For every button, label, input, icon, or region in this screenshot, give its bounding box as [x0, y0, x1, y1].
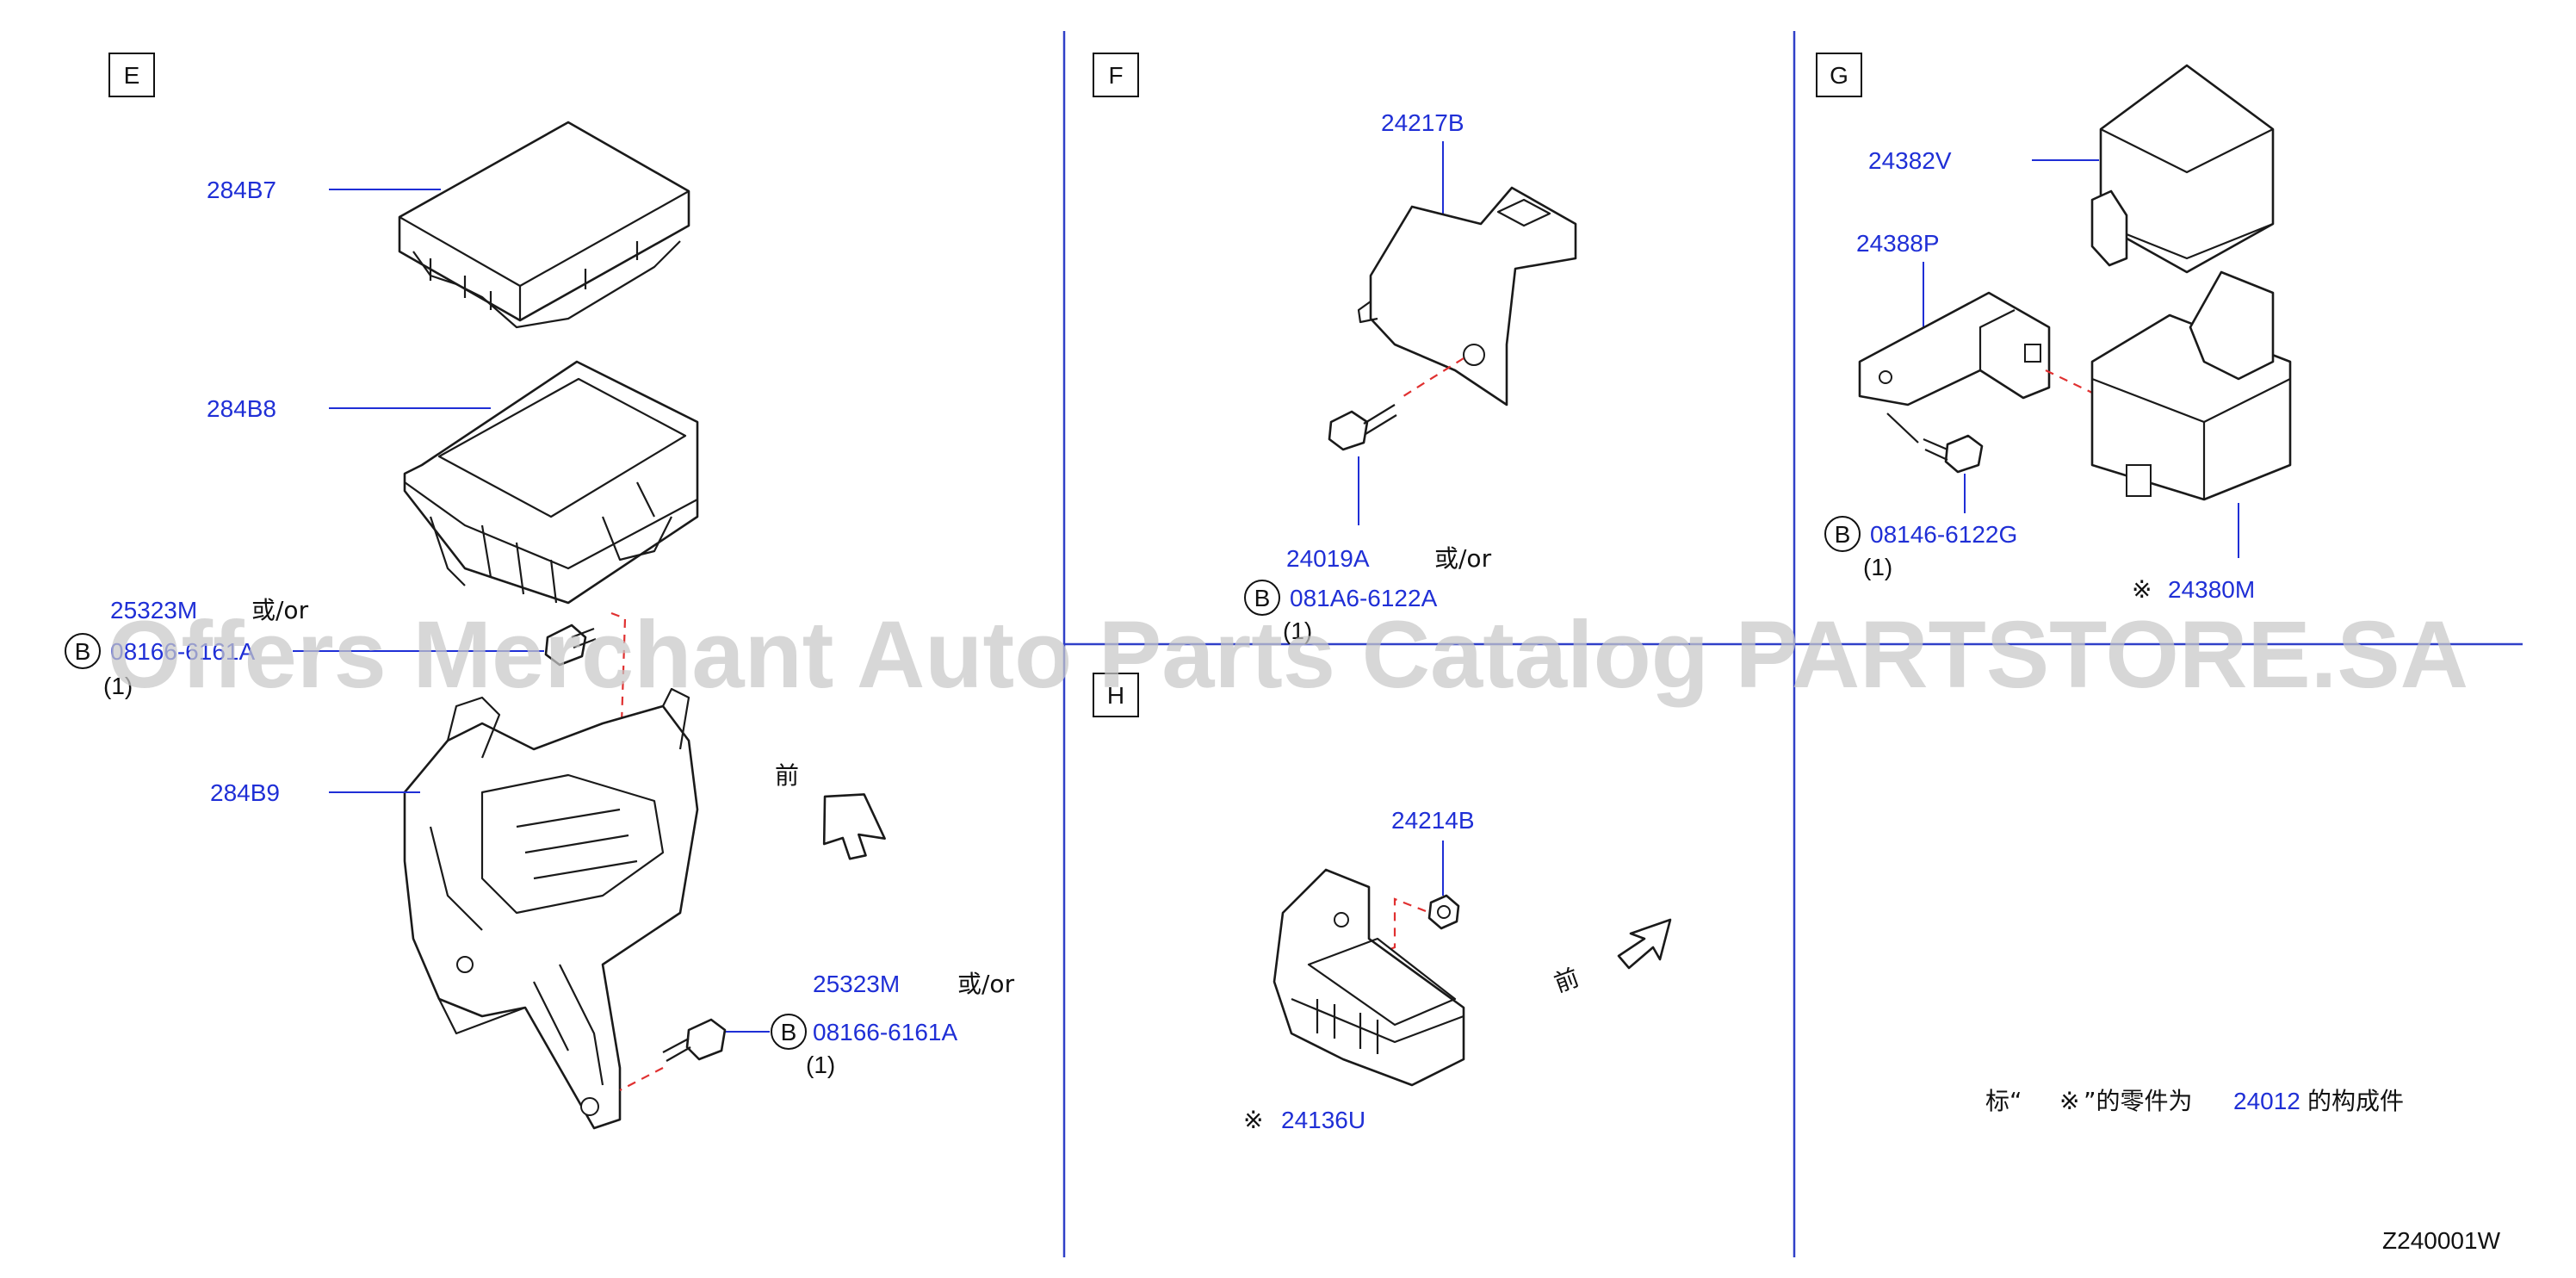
relay-holder-drawing [1273, 868, 1465, 1087]
svg-text:”的零件为: ”的零件为 [2084, 1087, 2193, 1115]
section-label-e: E [108, 53, 155, 97]
label-24217b: 24217B [1381, 109, 1464, 215]
section-label-g: G [1816, 53, 1862, 97]
label-24382v: 24382V [1868, 147, 2099, 174]
svg-text:前: 前 [775, 761, 799, 790]
svg-text:24217B: 24217B [1381, 109, 1464, 136]
section-label-f: F [1093, 53, 1139, 97]
svg-text:(1): (1) [103, 673, 133, 699]
bolt-drawing-e-bottom [619, 1018, 727, 1091]
bolt-callout-top: B 08166-6161A (1) [65, 633, 544, 699]
svg-text:前: 前 [1551, 963, 1583, 998]
label-25323m-top: 25323M 或/or [110, 596, 309, 624]
bolt-drawing-g [1923, 434, 1984, 513]
svg-text:24019A: 24019A [1286, 545, 1370, 572]
svg-text:24388P: 24388P [1856, 230, 1940, 257]
bracket-drawing-f [1357, 186, 1577, 406]
svg-text:081A6-6122A: 081A6-6122A [1290, 585, 1438, 611]
svg-text:24136U: 24136U [1281, 1107, 1365, 1133]
svg-text:或/or: 或/or [1434, 544, 1492, 573]
bolt-callout-g: B 08146-6122G (1) [1824, 516, 2017, 580]
fuse-box-lid-drawing [398, 121, 690, 329]
svg-text:25323M: 25323M [813, 971, 900, 997]
svg-text:25323M: 25323M [110, 597, 197, 623]
svg-text:G: G [1830, 62, 1848, 89]
bolt-drawing-e-top [544, 611, 627, 724]
relay-bracket-drawing [1858, 291, 2093, 444]
svg-text:※: ※ [2132, 576, 2152, 603]
svg-text:B: B [1254, 585, 1271, 611]
label-25323m-bottom: 25323M 或/or [813, 970, 1015, 998]
bolt-drawing-f [1328, 404, 1397, 451]
section-dividers [1062, 31, 2523, 1257]
svg-text:B: B [1835, 521, 1851, 548]
svg-text:H: H [1107, 682, 1124, 709]
composition-note: 标“ ※ ”的零件为 24012 的构成件 [1985, 1087, 2404, 1115]
svg-text:24214B: 24214B [1391, 807, 1475, 834]
svg-text:284B8: 284B8 [207, 395, 276, 422]
label-24380m: ※ 24380M [2132, 503, 2255, 603]
svg-text:08146-6122G: 08146-6122G [1870, 521, 2017, 548]
label-284b8: 284B8 [207, 395, 491, 422]
label-284b7: 284B7 [207, 177, 441, 203]
label-24388p: 24388P [1856, 230, 1940, 327]
svg-text:B: B [781, 1019, 797, 1045]
svg-text:E: E [124, 62, 140, 89]
front-arrow-e: 前 [775, 761, 886, 860]
svg-text:(1): (1) [1283, 617, 1312, 644]
svg-text:08166-6161A: 08166-6161A [813, 1019, 957, 1045]
svg-text:或/or: 或/or [251, 596, 309, 624]
svg-text:24012: 24012 [2233, 1088, 2300, 1114]
svg-text:B: B [75, 638, 91, 665]
svg-text:284B9: 284B9 [210, 779, 280, 806]
svg-text:※: ※ [2059, 1088, 2079, 1114]
bolt-callout-f: B 081A6-6122A (1) [1244, 580, 1438, 644]
nut-drawing-h [1377, 894, 1460, 956]
svg-text:标“: 标“ [1985, 1087, 2022, 1115]
svg-text:284B7: 284B7 [207, 177, 276, 203]
label-284b9: 284B9 [210, 779, 420, 806]
svg-text:24382V: 24382V [1868, 147, 1952, 174]
svg-text:F: F [1108, 62, 1123, 89]
svg-text:(1): (1) [806, 1052, 835, 1078]
svg-text:(1): (1) [1863, 554, 1892, 580]
relay-cover-drawing [2090, 64, 2275, 274]
svg-text:08166-6161A: 08166-6161A [110, 638, 255, 665]
watermark: Offers Merchant Auto Parts Catalog PARTS… [108, 602, 2468, 708]
bolt-callout-bottom: B 08166-6161A (1) [723, 1014, 957, 1078]
svg-text:的构成件: 的构成件 [2307, 1087, 2404, 1115]
section-label-h: H [1093, 673, 1139, 717]
label-24136u: ※ 24136U [1243, 1107, 1365, 1133]
svg-text:或/or: 或/or [957, 970, 1015, 998]
diagram-id: Z240001W [2382, 1227, 2501, 1254]
svg-text:24380M: 24380M [2168, 576, 2255, 603]
front-arrow-h: 前 [1551, 918, 1672, 998]
fuse-box-tray-drawing [403, 360, 699, 605]
fuse-box-bracket-drawing [403, 687, 699, 1130]
relay-block-drawing [2090, 270, 2292, 501]
label-24019a: 24019A 或/or [1286, 456, 1492, 573]
label-24214b: 24214B [1391, 807, 1475, 896]
svg-text:※: ※ [1243, 1107, 1263, 1133]
